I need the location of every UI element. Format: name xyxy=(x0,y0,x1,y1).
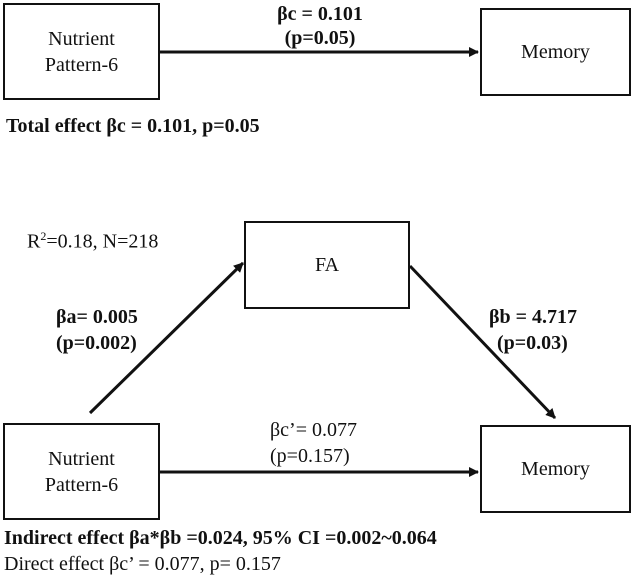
a-path-coefficient: βa= 0.005 xyxy=(56,306,138,328)
total-effect-text: Total effect βc = 0.101, p=0.05 xyxy=(6,115,260,137)
b-path-pvalue: (p=0.03) xyxy=(497,332,568,354)
bottom-predictor-line2: Pattern-6 xyxy=(44,473,119,496)
b-path-arrow xyxy=(408,264,557,420)
model-fit-stats: R2=0.18, N=218 xyxy=(27,224,158,254)
top-outcome-label: Memory xyxy=(521,41,590,63)
mediator-box: FA xyxy=(244,221,410,309)
top-predictor-box: Nutrient Pattern-6 xyxy=(3,3,160,100)
bottom-predictor-box: Nutrient Pattern-6 xyxy=(3,423,160,520)
bottom-outcome-box: Memory xyxy=(480,425,631,513)
r-squared-symbol: R xyxy=(27,230,41,253)
a-path-arrow xyxy=(88,261,245,415)
bottom-outcome-label: Memory xyxy=(521,458,590,480)
top-predictor-line2: Pattern-6 xyxy=(44,53,119,76)
top-c-pvalue: (p=0.05) xyxy=(284,27,356,49)
top-c-coefficient: βc = 0.101 xyxy=(277,3,363,25)
direct-effect-text: Direct effect βc’ = 0.077, p= 0.157 xyxy=(4,553,281,575)
bottom-predictor-line1: Nutrient xyxy=(48,447,115,470)
c-prime-pvalue: (p=0.157) xyxy=(270,445,350,467)
top-outcome-box: Memory xyxy=(480,8,631,96)
a-path-pvalue: (p=0.002) xyxy=(56,332,137,354)
indirect-effect-text: Indirect effect βa*βb =0.024, 95% CI =0.… xyxy=(4,527,437,549)
fit-stats-values: =0.18, N=218 xyxy=(46,230,159,253)
top-predictor-line1: Nutrient xyxy=(48,27,115,50)
b-path-coefficient: βb = 4.717 xyxy=(489,306,578,328)
mediator-label: FA xyxy=(314,254,340,276)
r-squared-exponent: 2 xyxy=(40,229,47,243)
c-prime-coefficient: βc’= 0.077 xyxy=(270,419,357,441)
